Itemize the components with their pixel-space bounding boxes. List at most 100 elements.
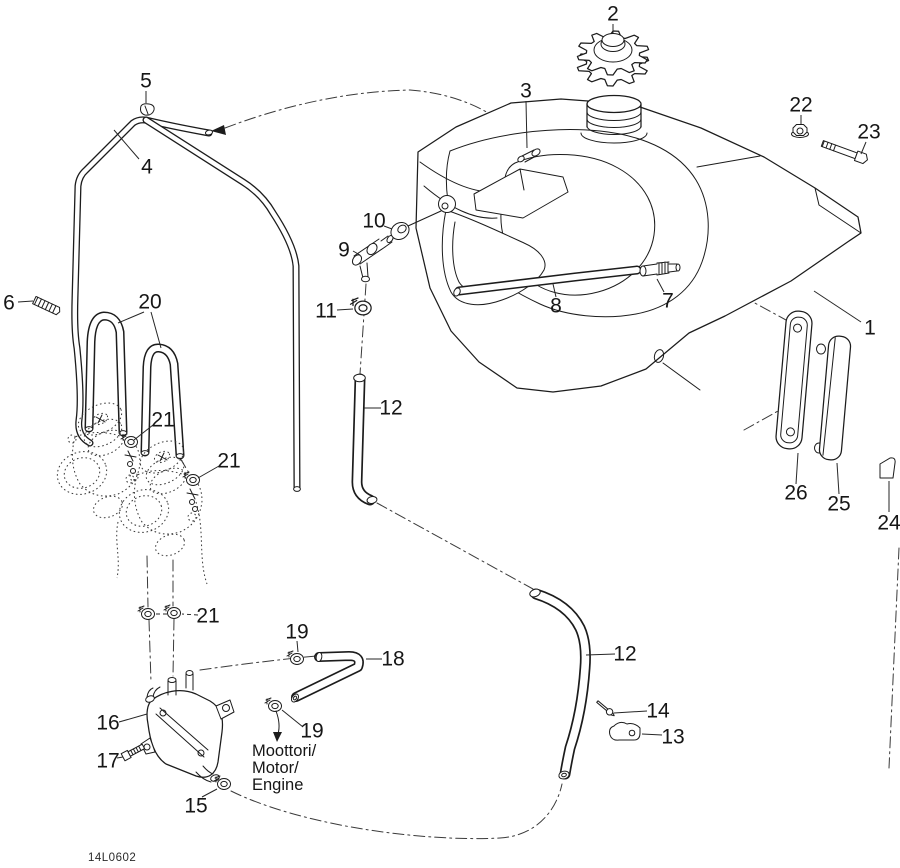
callout-19: 19	[300, 720, 323, 743]
callout-15: 15	[184, 795, 207, 818]
callout-13: 13	[661, 726, 684, 749]
flow-arrows	[211, 125, 282, 742]
callout-12: 12	[613, 643, 636, 666]
hose18-bore	[292, 695, 298, 701]
callout-leader-12	[585, 653, 616, 656]
engine-note-line-2: Motor/	[252, 759, 299, 777]
fuel-hose-12-upper	[354, 374, 378, 504]
callout-7: 7	[662, 290, 674, 313]
callout-leader-26	[795, 452, 799, 485]
impulse-hose-18	[290, 652, 359, 703]
callout-leader-20	[117, 311, 145, 324]
tank-seam-2	[423, 185, 498, 219]
valve-to-hose-routing	[359, 283, 367, 375]
callout-23: 23	[857, 121, 880, 144]
valve9-nipple-cap	[361, 275, 370, 283]
tank-crease	[696, 155, 761, 168]
outlet-routing-swoop	[230, 783, 563, 840]
callout-22: 22	[789, 94, 812, 117]
grommet-10	[390, 221, 410, 241]
pump-bolt-17	[120, 743, 146, 762]
pad-25	[814, 335, 852, 461]
plate26-hole-top	[793, 323, 803, 333]
callout-24: 24	[877, 512, 900, 535]
hose20-to-clamp	[179, 457, 190, 474]
pump-inlet-elbow-cap	[145, 695, 155, 703]
callout-20: 20	[138, 291, 161, 314]
bolt-threads	[821, 140, 837, 152]
neck-sides	[586, 103, 642, 128]
hose18-left-end	[315, 651, 323, 663]
fuel-hose-12-lower	[529, 588, 586, 780]
callout-26: 26	[784, 482, 807, 505]
bracket-13	[609, 721, 641, 741]
check-valve-9	[351, 234, 394, 283]
pickup-tube-8	[453, 270, 637, 297]
pad25-pin-top	[816, 343, 826, 355]
diagram-code: 14L0602	[88, 852, 136, 864]
screw-6	[32, 295, 61, 316]
neck-rings	[586, 111, 642, 135]
vent-fitting-tip	[517, 155, 525, 163]
tank-edge-3d	[814, 187, 862, 242]
pad25-edge	[822, 337, 836, 456]
grommet-guide-line	[407, 210, 442, 227]
hose-clamp-15	[213, 775, 231, 790]
cap5-body	[140, 103, 155, 116]
callout-12: 12	[379, 397, 402, 420]
plate26-outer	[775, 310, 813, 450]
neck-base	[580, 132, 648, 144]
hose12a-bottom-end	[366, 496, 378, 504]
hose4-end-top	[204, 129, 214, 136]
callout-leader-16	[118, 713, 148, 723]
screw14-tip	[610, 712, 615, 717]
flange-nut-22	[791, 124, 809, 138]
hose12b-bottom-end	[558, 770, 570, 780]
callout-leader-4	[113, 129, 140, 160]
valve-body	[642, 261, 678, 277]
callout-leader-23	[860, 141, 867, 155]
nut-hole	[796, 127, 804, 135]
callout-1: 1	[864, 317, 876, 340]
valve9-tip-body	[380, 235, 393, 248]
vent-boss	[473, 168, 569, 219]
vent-fitting-body	[521, 149, 537, 163]
filler-neck	[580, 94, 648, 144]
callout-21: 21	[151, 409, 174, 432]
callout-16: 16	[96, 712, 119, 735]
vent-fitting-3	[517, 148, 541, 163]
valve9-end	[351, 254, 363, 266]
valve-tip	[675, 263, 681, 272]
carb-drop-line-2	[195, 501, 208, 585]
callout-18: 18	[381, 648, 404, 671]
pump-pulse-nipple	[185, 673, 194, 691]
callout-leader-13	[641, 733, 663, 736]
pump-pulse-cap	[185, 670, 194, 676]
nut-hex	[792, 124, 808, 136]
callout-25: 25	[827, 493, 850, 516]
pickup-elbow-cap	[453, 287, 461, 297]
hose-clamp-19a	[286, 650, 304, 665]
carb-to-pump-line-right	[172, 559, 175, 677]
callout-leader-21	[133, 424, 154, 441]
neck-opening	[586, 94, 642, 114]
vent-fitting-flange	[531, 148, 541, 157]
grommet-outer	[390, 221, 410, 241]
vent-arrowhead	[211, 125, 226, 135]
fuel-pump-16	[140, 670, 235, 783]
callout-leader-3	[525, 100, 528, 149]
callout-11: 11	[315, 300, 337, 323]
pump-inlet-nipple	[167, 680, 177, 696]
callout-leader-19	[281, 709, 304, 728]
hose12a-top-end	[353, 373, 366, 383]
screw-14	[596, 700, 615, 717]
callout-leader-21	[197, 465, 220, 479]
screw6-threads	[33, 296, 57, 314]
pump-ridges	[155, 707, 209, 758]
fuel-cap-2	[576, 30, 650, 87]
pump-screw	[197, 749, 205, 757]
valve9-flange	[366, 242, 378, 256]
callout-3: 3	[520, 80, 532, 103]
callout-leader-25	[836, 462, 840, 495]
